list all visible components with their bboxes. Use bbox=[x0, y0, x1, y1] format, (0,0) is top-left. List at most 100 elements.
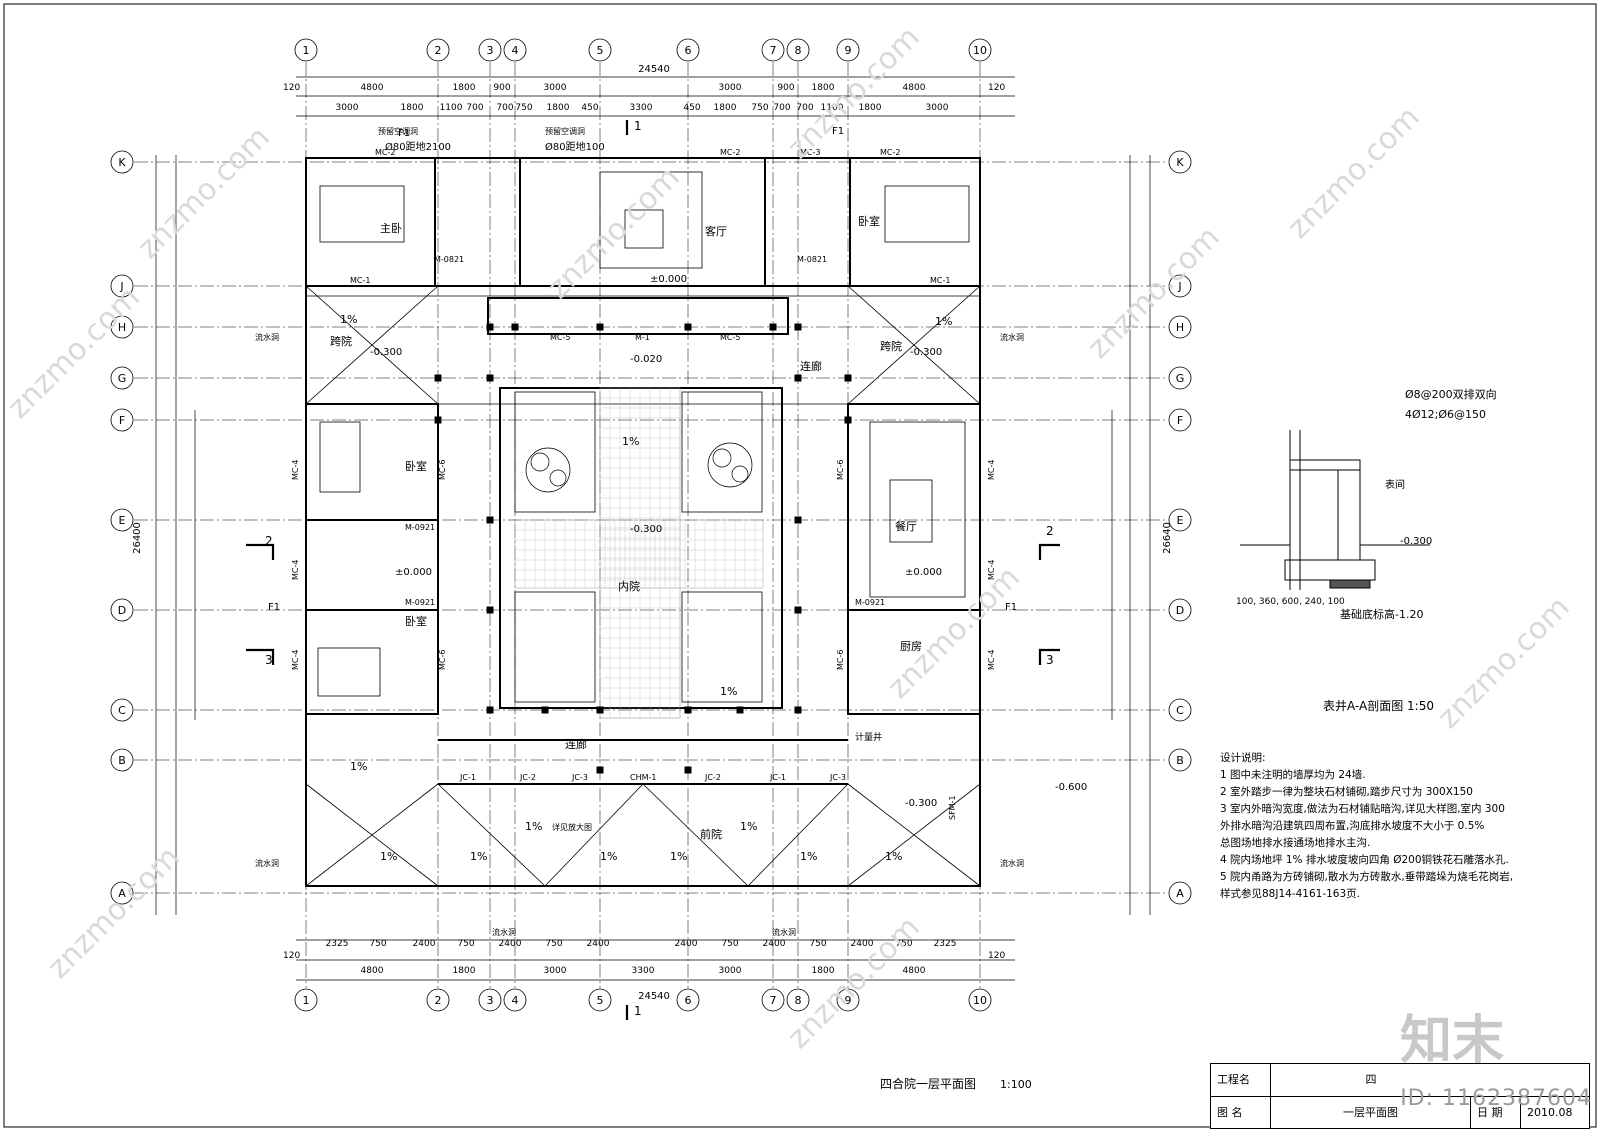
door-jc3-1: JC-3 bbox=[571, 773, 588, 782]
grid-label-row-F: F bbox=[1177, 414, 1183, 427]
door-jc1-2: JC-1 bbox=[769, 773, 786, 782]
plan-title: 四合院一层平面图 bbox=[880, 1077, 977, 1091]
slope-7: 1% bbox=[885, 850, 902, 863]
door-jc3-2: JC-3 bbox=[829, 773, 846, 782]
watermark-site: znzmo.com bbox=[1, 280, 147, 426]
grid-label-row-G: G bbox=[118, 372, 127, 385]
room-inner-court: 内院 bbox=[618, 579, 640, 593]
notes-line-6: 4 院内场地坪 1% 排水坡度坡向四角 Ø200铜铁花石雕落水孔. bbox=[1220, 854, 1509, 866]
dim-text: 750 bbox=[895, 939, 912, 949]
grid-bubble-col-3-top bbox=[478, 38, 502, 62]
dim-text: 2325 bbox=[934, 939, 957, 949]
grid-bubble-row-G-left bbox=[110, 366, 134, 390]
grid-bubble-col-10-bottom bbox=[968, 988, 992, 1012]
door-m1: M-1 bbox=[635, 333, 650, 342]
column bbox=[486, 516, 494, 524]
grid-label-col-8: 8 bbox=[795, 44, 802, 57]
elev-court-right: -0.300 bbox=[910, 347, 942, 358]
grid-label-col-2: 2 bbox=[435, 994, 442, 1007]
column bbox=[541, 706, 549, 714]
notes-heading: 设计说明: bbox=[1220, 752, 1266, 764]
column bbox=[794, 323, 802, 331]
dim-text: 1800 bbox=[547, 103, 570, 113]
column bbox=[596, 706, 604, 714]
door-mc4-5: MC-4 bbox=[987, 560, 996, 580]
design-notes: 设计说明: 1 图中未注明的墙厚均为 24墙. 2 室外踏步一律为整块石材铺砌,… bbox=[1220, 750, 1580, 903]
column bbox=[596, 323, 604, 331]
detail-base: 基础底标高-1.20 bbox=[1340, 607, 1423, 621]
door-chm1: CHM-1 bbox=[630, 773, 656, 782]
dim-text: 1800 bbox=[401, 103, 424, 113]
date-value: 2010.08 bbox=[1527, 1106, 1573, 1119]
door-m0921-1: M-0921 bbox=[405, 523, 435, 532]
door-jc2-1: JC-2 bbox=[519, 773, 536, 782]
dim-text: 4800 bbox=[361, 83, 384, 93]
grid-bubble-col-10-top bbox=[968, 38, 992, 62]
door-mc2-mid: MC-2 bbox=[720, 148, 740, 157]
overall-depth-left: 26400 bbox=[132, 522, 143, 554]
grid-bubble-row-J-left bbox=[110, 274, 134, 298]
drain-hole-label-1: 流水洞 bbox=[255, 332, 279, 342]
grid-label-col-9: 9 bbox=[845, 44, 852, 57]
dim-text: 2325 bbox=[326, 939, 349, 949]
column bbox=[684, 323, 692, 331]
dim-text: 900 bbox=[777, 83, 794, 93]
grid-label-col-6: 6 bbox=[685, 44, 692, 57]
overall-width-bottom: 24540 bbox=[638, 991, 670, 1002]
room-side-yard-left: 跨院 bbox=[330, 334, 352, 348]
room-living-room: 客厅 bbox=[705, 224, 727, 238]
grid-label-row-J: J bbox=[119, 280, 123, 293]
section-mark-2-right: 2 bbox=[1046, 524, 1054, 538]
section-mark-2-left: 2 bbox=[265, 534, 273, 548]
grid-label-row-B: B bbox=[1176, 754, 1184, 767]
slope-12: 1% bbox=[340, 313, 357, 326]
section-marks bbox=[246, 120, 1060, 1020]
grid-bubble-row-A-right bbox=[1168, 881, 1192, 905]
door-m0821-2: M-0821 bbox=[797, 255, 827, 264]
door-mc6-2: MC-6 bbox=[438, 650, 447, 670]
column bbox=[684, 706, 692, 714]
edge-dim-top-right: 120 bbox=[988, 83, 1005, 93]
detail-rebar-1: Ø8@200双排双向 bbox=[1405, 387, 1497, 401]
grid-label-row-C: C bbox=[1176, 704, 1184, 717]
dim-text: 3000 bbox=[544, 83, 567, 93]
grid-label-row-K: K bbox=[1176, 156, 1184, 169]
dim-text: 750 bbox=[721, 939, 738, 949]
grid-bubble-col-1-top bbox=[294, 38, 318, 62]
room-dining: 餐厅 bbox=[895, 519, 917, 533]
watermark-logo: 知末 bbox=[1400, 1011, 1505, 1071]
dim-text: 4800 bbox=[903, 966, 926, 976]
flue-1: F1 bbox=[398, 128, 410, 139]
dim-text: 750 bbox=[369, 939, 386, 949]
grid-bubble-row-B-left bbox=[110, 748, 134, 772]
date-label: 日 期 bbox=[1471, 1097, 1521, 1128]
section-mark-3-left: 3 bbox=[265, 653, 273, 667]
grid-bubble-col-9-bottom bbox=[836, 988, 860, 1012]
grid-bubble-row-F-right bbox=[1168, 408, 1192, 432]
drawing-value: 一层平面图 bbox=[1271, 1097, 1471, 1128]
dim-text: 2400 bbox=[587, 939, 610, 949]
column bbox=[844, 416, 852, 424]
dim-text: 750 bbox=[457, 939, 474, 949]
grid-label-col-1: 1 bbox=[303, 44, 310, 57]
title-block: 工程名 四 图 名 一层平面图 日 期 2010.08 bbox=[1210, 1063, 1590, 1129]
watermark-site: znzmo.com bbox=[41, 840, 187, 986]
elev-inner: -0.020 bbox=[630, 354, 662, 365]
grid-label-col-10: 10 bbox=[973, 44, 987, 57]
grid-bubble-col-5-bottom bbox=[588, 988, 612, 1012]
grid-label-row-D: D bbox=[1176, 604, 1184, 617]
flue-4: F1 bbox=[1005, 602, 1017, 613]
overall-width-top: 24540 bbox=[638, 64, 670, 75]
grid-bubble-col-6-top bbox=[676, 38, 700, 62]
grid-bubble-row-E-left bbox=[110, 508, 134, 532]
notes-line-7: 5 院内甬路为方砖铺砌,散水为方砖散水,垂带踏垛为烧毛花岗岩, bbox=[1220, 871, 1514, 883]
edge-dim-bot-left: 120 bbox=[283, 951, 300, 961]
section-mark-1-top: 1 bbox=[634, 119, 642, 133]
slope-1: 1% bbox=[350, 760, 367, 773]
grid-bubble-col-5-top bbox=[588, 38, 612, 62]
door-mc5-left: MC-5 bbox=[550, 333, 570, 342]
column bbox=[684, 766, 692, 774]
